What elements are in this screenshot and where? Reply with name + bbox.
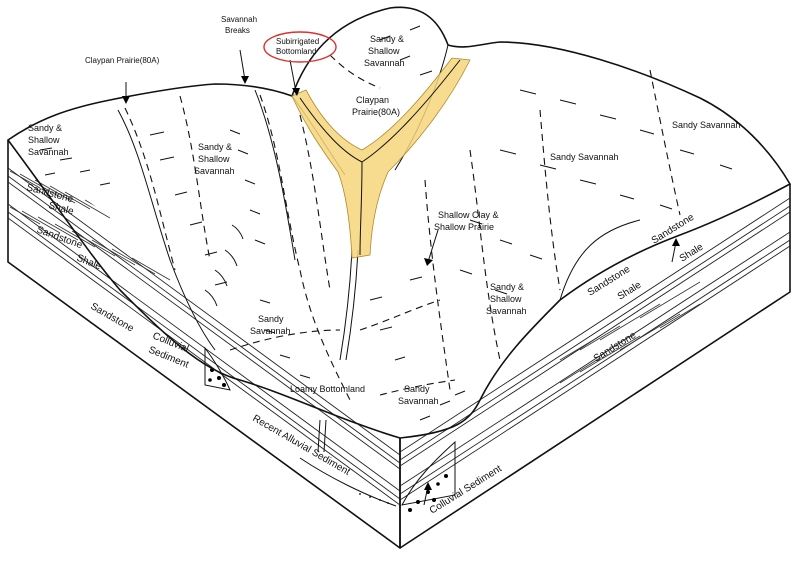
label-sandy-shallow-right-2: Shallow <box>490 294 522 304</box>
front-right-face <box>399 184 791 549</box>
label-savannah-breaks-1: Savannah <box>221 15 257 24</box>
strata-colluvial-right: Colluvial Sediment <box>428 463 504 516</box>
label-shallow-clay-2: Shallow Prairie <box>434 222 494 232</box>
strata-right-shale-mid: Shale <box>616 279 644 302</box>
strata-left-sandstone-mid: Sandstone <box>35 224 84 251</box>
label-claypan-prairie-left: Claypan Prairie(80A) <box>85 56 160 65</box>
label-claypan-center-2: Prairie(80A) <box>352 107 400 117</box>
label-loamy-bottomland: Loamy Bottomland <box>290 384 365 394</box>
label-sandy-shallow-right-1: Sandy & <box>490 282 524 292</box>
label-sandy-shallow-mid-3: Savannah <box>194 166 235 176</box>
subirrigated-fill <box>291 57 471 259</box>
strata-right-sandstone-top: Sandstone <box>650 212 697 247</box>
label-subirrigated-2: Bottomland <box>276 47 316 56</box>
label-savannah-breaks-2: Breaks <box>225 26 250 35</box>
label-sandy-shallow-mid-2: Shallow <box>198 154 230 164</box>
label-shallow-clay-1: Shallow Clay & <box>438 210 499 220</box>
label-sandy-savannah-lower-mid-2: Savannah <box>398 396 439 406</box>
colluvial-deposit-right <box>401 440 456 512</box>
alluvial-deposit <box>299 457 397 507</box>
colluvial-deposit-left <box>204 346 231 391</box>
label-sandy-shallow-top-3: Savannah <box>364 58 405 68</box>
arrow-shallow-clay <box>427 229 439 263</box>
label-sandy-shallow-top-1: Sandy & <box>370 34 404 44</box>
label-sandy-savannah-lower-left-1: Sandy <box>258 314 284 324</box>
label-sandy-shallow-mid-1: Sandy & <box>198 142 232 152</box>
surface-labels: Claypan Prairie(80A) Savannah Breaks Sub… <box>28 15 741 406</box>
strata-right-shale-top: Shale <box>678 241 706 264</box>
label-sandy-savannah-lower-mid-1: Sandy <box>404 384 430 394</box>
label-sandy-shallow-right-3: Savannah <box>486 306 527 316</box>
highlight-circle <box>263 31 337 63</box>
label-arrows <box>122 49 680 506</box>
label-sandy-savannah-far-right: Sandy Savannah <box>672 120 741 130</box>
strata-right-sandstone-bottom: Sandstone <box>592 330 639 365</box>
shale-hatching-right <box>559 281 701 384</box>
label-sandy-savannah-lower-left-2: Savannah <box>250 326 291 336</box>
label-sandy-shallow-left-3: Savannah <box>28 147 69 157</box>
subirrigated-bottomland-zone <box>291 57 471 259</box>
label-sandy-shallow-left-2: Shallow <box>28 135 60 145</box>
label-sandy-savannah-right: Sandy Savannah <box>550 152 619 162</box>
terrain-surface <box>7 6 791 453</box>
arrow-subirrigated <box>289 59 297 93</box>
label-sandy-shallow-top-2: Shallow <box>368 46 400 56</box>
label-sandy-shallow-left-1: Sandy & <box>28 123 62 133</box>
label-subirrigated-1: Subirrigated <box>276 37 319 46</box>
label-claypan-center-1: Claypan <box>356 95 389 105</box>
arrow-savannah-breaks <box>239 49 246 81</box>
